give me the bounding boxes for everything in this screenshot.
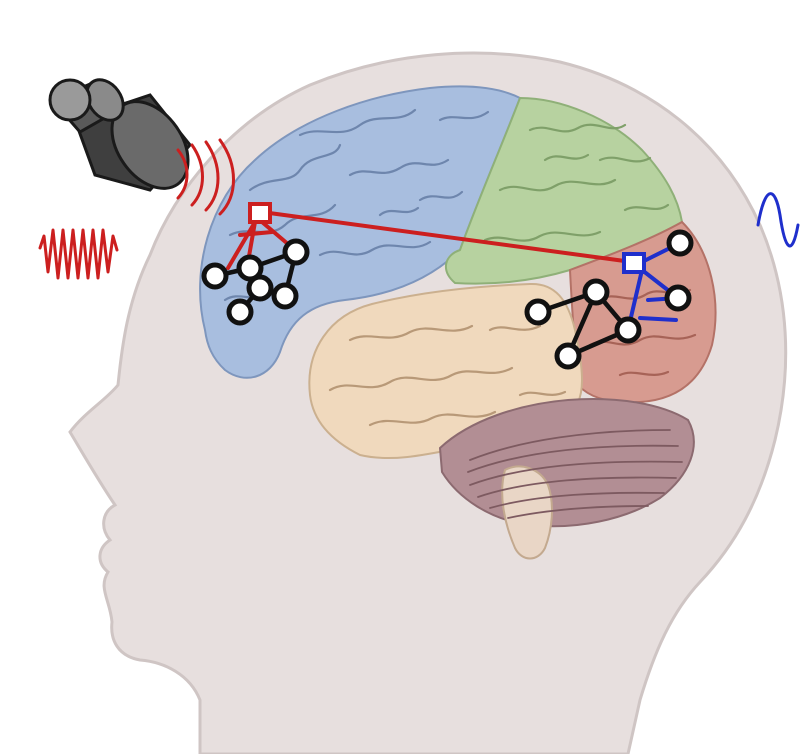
long-range-connection (260, 210, 634, 264)
cortical-folds (223, 108, 697, 519)
frontal-network (201, 202, 310, 326)
stimulation-wave-icon (38, 228, 119, 280)
network-node (664, 284, 692, 312)
network-node (524, 298, 552, 326)
network-node (226, 298, 254, 326)
occipital-network (524, 229, 694, 370)
recording-target-icon (622, 252, 646, 274)
network-node (282, 238, 310, 266)
magnetic-field-icon (176, 138, 235, 216)
network-node (614, 316, 642, 344)
network-node (666, 229, 694, 257)
stimulation-target-icon (248, 202, 272, 224)
network-node (582, 278, 610, 306)
network-node (246, 274, 274, 302)
tms-coil-icon (48, 78, 192, 192)
recording-wave-icon (756, 192, 800, 248)
network-node (271, 282, 299, 310)
brainstem (501, 465, 553, 560)
network-node (201, 262, 229, 290)
network-node (554, 342, 582, 370)
